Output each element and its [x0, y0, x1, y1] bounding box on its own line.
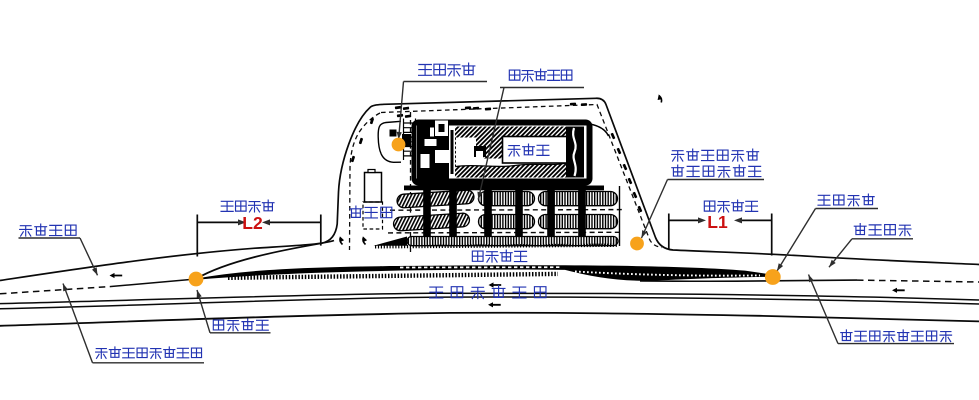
- svg-text:L2: L2: [242, 213, 263, 233]
- svg-text:L1: L1: [707, 212, 728, 232]
